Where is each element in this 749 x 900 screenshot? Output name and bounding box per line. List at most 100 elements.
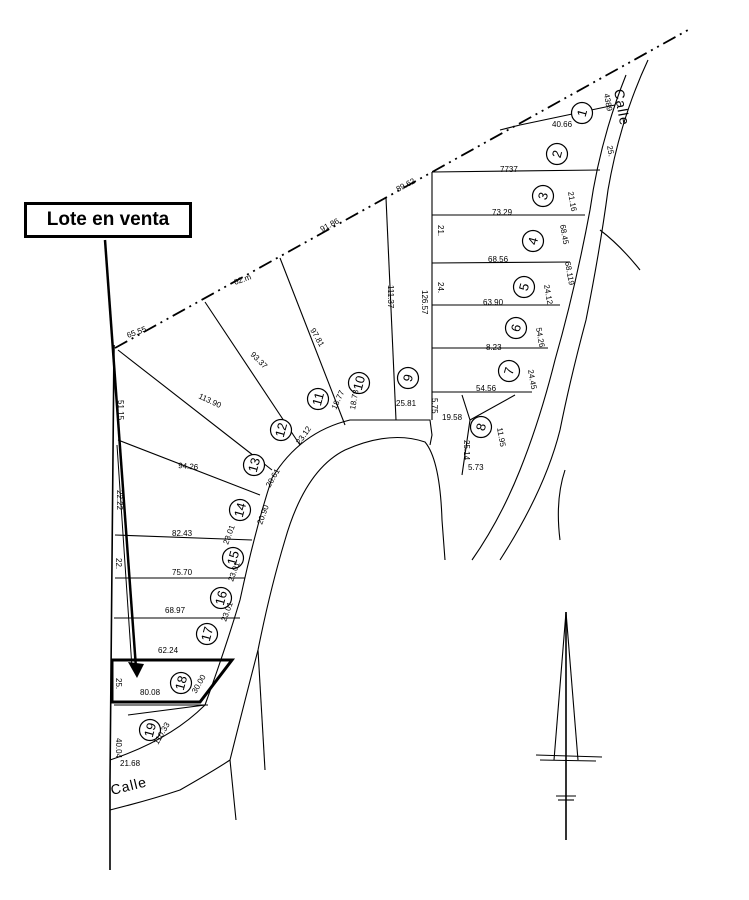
measurement-label: 40.04 — [114, 738, 123, 759]
svg-text:11: 11 — [309, 391, 327, 408]
street-label-bottom: Calle — [109, 773, 149, 797]
measurement-label: 30.00 — [190, 673, 208, 695]
measurement-label: 126.57 — [420, 290, 429, 315]
measurement-label: 21.16 — [566, 191, 578, 213]
svg-text:19: 19 — [141, 721, 159, 739]
svg-text:10: 10 — [350, 374, 368, 392]
svg-text:4: 4 — [525, 236, 541, 247]
left-block-lots — [114, 197, 397, 706]
svg-text:1: 1 — [574, 108, 590, 119]
lot-marker-4: 4 — [521, 229, 545, 253]
inner-road-outer-edge — [127, 419, 433, 716]
measurement-label: 68.56 — [488, 255, 509, 264]
measurement-label: 25.81 — [396, 399, 417, 408]
measurement-label: 80.08 — [140, 688, 161, 697]
right-street-edge-inner — [471, 74, 627, 561]
measurement-label: 25.14 — [462, 440, 471, 461]
measurement-label: 73.29 — [492, 208, 513, 217]
street-label-right: Calle — [611, 88, 633, 127]
measurement-label: 51.15 — [116, 400, 125, 421]
lot-marker-8: 8 — [469, 415, 493, 439]
lot-marker-18: 18 — [169, 671, 193, 695]
measurement-label: 8.23 — [486, 343, 502, 352]
lot-marker-2: 2 — [545, 142, 569, 166]
lot-marker-9: 9 — [396, 366, 420, 390]
lot-marker-19: 19 — [138, 718, 162, 742]
measurement-label: 24. — [436, 282, 445, 293]
svg-text:6: 6 — [508, 323, 524, 334]
inner-road-lower — [257, 649, 266, 771]
bottom-street-edge-bottom — [109, 759, 231, 811]
svg-text:16: 16 — [212, 589, 230, 607]
measurement-label: 19.58 — [442, 413, 463, 422]
measurement-label: 22. — [114, 558, 123, 569]
svg-text:7: 7 — [501, 366, 517, 377]
measurement-label: 25. — [605, 145, 616, 158]
lot-for-sale-callout: Lote en venta — [24, 202, 192, 238]
measurement-label: 68.119 — [563, 261, 576, 287]
lot-marker-3: 3 — [531, 184, 555, 208]
measurement-label: 62.24 — [158, 646, 179, 655]
svg-text:13: 13 — [245, 456, 263, 474]
measurement-label: 22.22 — [115, 490, 124, 511]
right-road-branch-2 — [557, 469, 566, 541]
measurement-label: 24.12 — [542, 284, 554, 306]
measurement-label: 20.90 — [255, 503, 270, 525]
svg-text:15: 15 — [224, 549, 242, 567]
svg-text:17: 17 — [198, 625, 216, 643]
measurement-label: 82.43 — [172, 529, 193, 538]
measurement-label: 23.12 — [294, 424, 313, 446]
lot-marker-7: 7 — [497, 359, 521, 383]
lot-marker-12: 12 — [269, 418, 293, 442]
inner-road-inner-edge — [229, 436, 446, 761]
measurement-label: 18.78 — [348, 389, 360, 411]
right-road-branch — [599, 229, 641, 271]
measurement-label: 5.73 — [468, 463, 484, 472]
west-boundary-line — [109, 344, 115, 870]
measurement-label: 113.90 — [197, 392, 223, 410]
measurement-label: 68.45 — [558, 224, 570, 246]
measurement-label: 24.45 — [526, 369, 538, 391]
lot-marker-13: 13 — [242, 453, 266, 477]
measurement-label: 68.97 — [165, 606, 186, 615]
lot-marker-5: 5 — [512, 275, 536, 299]
lot-marker-16: 16 — [209, 586, 233, 610]
right-block-lots — [431, 104, 616, 476]
measurement-label: 91.86 — [319, 216, 341, 234]
measurement-label: 21.68 — [120, 759, 141, 768]
lot-marker-17: 17 — [195, 622, 219, 646]
svg-text:3: 3 — [535, 191, 551, 202]
measurement-label: 25. — [114, 678, 123, 689]
svg-text:12: 12 — [272, 421, 290, 439]
measurement-label: 11.95 — [495, 427, 507, 448]
lot-marker-10: 10 — [347, 371, 371, 395]
lot-marker-15: 15 — [221, 546, 245, 570]
measurement-label: 20.61 — [264, 467, 282, 489]
measurement-label: 40.66 — [552, 120, 573, 129]
measurement-label: 21. — [436, 225, 445, 236]
lot-marker-14: 14 — [228, 498, 252, 522]
bottom-street-edge-top — [109, 704, 206, 761]
measurement-label: 111.37 — [386, 285, 395, 309]
measurement-label: 75.70 — [172, 568, 193, 577]
svg-text:2: 2 — [549, 149, 565, 160]
svg-text:18: 18 — [172, 674, 190, 692]
svg-text:8: 8 — [473, 422, 489, 433]
callout-arrow — [103, 239, 144, 678]
measurement-label: 62.m — [233, 272, 253, 287]
measurement-label: 65.55 — [126, 324, 148, 339]
lot-marker-11: 11 — [306, 387, 330, 411]
north-boundary-line — [114, 29, 689, 349]
measurement-label: 94.26 — [178, 461, 199, 472]
measurement-label: 4389 — [602, 93, 614, 113]
measurement-label: 89.62 — [395, 176, 417, 194]
svg-text:14: 14 — [231, 501, 249, 519]
north-arrow-icon — [535, 611, 603, 840]
svg-text:9: 9 — [400, 373, 416, 384]
measurement-label: 7737 — [500, 165, 518, 174]
measurement-label: 54.26 — [534, 327, 546, 349]
measurement-label: 23.01 — [221, 523, 236, 545]
measurement-label: 93.37 — [249, 350, 270, 371]
